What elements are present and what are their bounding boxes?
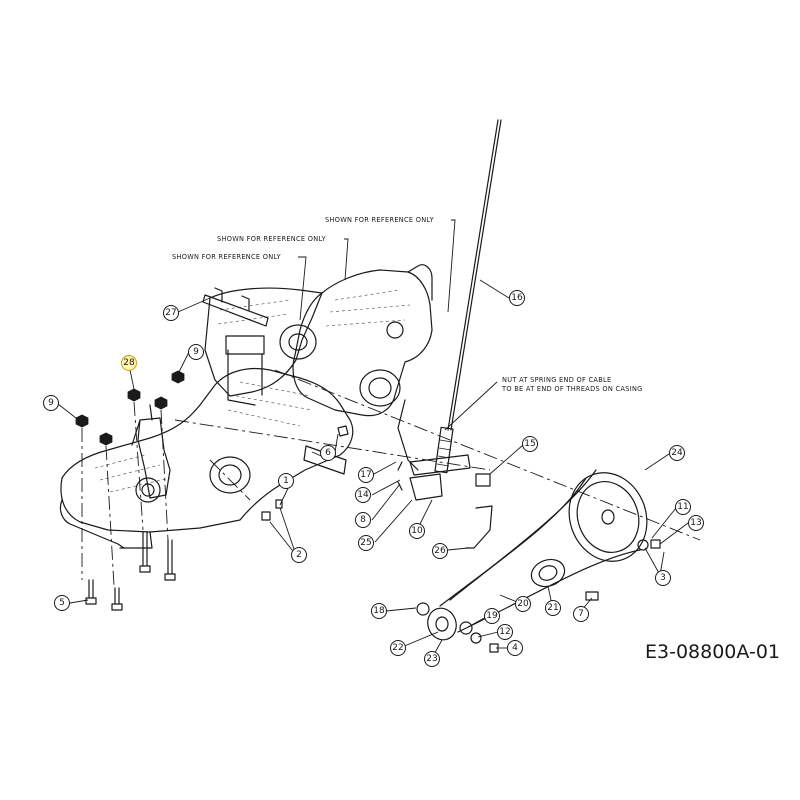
- transmission-housing: [59, 264, 433, 549]
- callout-21[interactable]: 21: [545, 600, 561, 616]
- callout-4[interactable]: 4: [507, 640, 523, 656]
- fasteners: [75, 370, 661, 653]
- callout-28[interactable]: 28: [121, 355, 137, 371]
- svg-text:7: 7: [578, 609, 584, 619]
- svg-text:27: 27: [165, 308, 176, 318]
- callout-12[interactable]: 12: [497, 624, 513, 640]
- svg-text:13: 13: [690, 518, 701, 528]
- svg-text:5: 5: [59, 598, 65, 608]
- svg-text:9: 9: [193, 347, 199, 357]
- svg-text:21: 21: [547, 603, 558, 613]
- leader-lines: [57, 219, 689, 659]
- callout-15[interactable]: 15: [522, 436, 538, 452]
- callout-23[interactable]: 23: [424, 651, 440, 667]
- callout-26[interactable]: 26: [432, 543, 448, 559]
- svg-text:12: 12: [499, 627, 510, 637]
- callout-13[interactable]: 13: [688, 515, 704, 531]
- belt-and-pulleys: [416, 469, 649, 644]
- svg-text:17: 17: [360, 470, 371, 480]
- callout-9-left[interactable]: 9: [43, 395, 59, 411]
- control-cable-16: [434, 119, 502, 474]
- note-reference-top: SHOWN FOR REFERENCE ONLY: [325, 216, 435, 224]
- svg-text:24: 24: [671, 448, 683, 458]
- callout-24[interactable]: 24: [669, 445, 685, 461]
- svg-text:18: 18: [373, 606, 385, 616]
- svg-text:28: 28: [123, 358, 135, 368]
- svg-text:20: 20: [517, 599, 529, 609]
- note-cable-line-2: TO BE AT END OF THREADS ON CASING: [501, 385, 643, 393]
- callout-6[interactable]: 6: [320, 445, 336, 461]
- callout-10[interactable]: 10: [409, 523, 425, 539]
- callout-18[interactable]: 18: [371, 603, 387, 619]
- callout-11[interactable]: 11: [675, 499, 691, 515]
- svg-text:16: 16: [511, 293, 523, 303]
- callout-17[interactable]: 17: [358, 467, 374, 483]
- callout-9-upper[interactable]: 9: [188, 344, 204, 360]
- callout-22[interactable]: 22: [390, 640, 406, 656]
- centerlines: [81, 369, 701, 587]
- svg-text:11: 11: [677, 502, 688, 512]
- svg-text:2: 2: [296, 550, 302, 560]
- note-reference-middle: SHOWN FOR REFERENCE ONLY: [217, 235, 327, 243]
- callout-5[interactable]: 5: [54, 595, 70, 611]
- svg-text:1: 1: [283, 476, 289, 486]
- callout-16[interactable]: 16: [509, 290, 525, 306]
- svg-text:6: 6: [325, 448, 331, 458]
- svg-text:14: 14: [357, 490, 369, 500]
- callout-14[interactable]: 14: [355, 487, 371, 503]
- svg-text:15: 15: [524, 439, 535, 449]
- svg-text:26: 26: [434, 546, 446, 556]
- callout-1[interactable]: 1: [278, 473, 294, 489]
- svg-text:23: 23: [426, 654, 437, 664]
- callout-19[interactable]: 19: [484, 608, 500, 624]
- svg-text:8: 8: [360, 515, 366, 525]
- callout-25[interactable]: 25: [358, 535, 374, 551]
- callout-2[interactable]: 2: [291, 547, 307, 563]
- bracket-27: [202, 287, 269, 327]
- svg-text:19: 19: [486, 611, 498, 621]
- svg-text:25: 25: [360, 538, 371, 548]
- linkage-parts: [303, 399, 493, 549]
- callout-27[interactable]: 27: [163, 305, 179, 321]
- drawing-code: E3-08800A-01: [645, 641, 780, 663]
- svg-text:10: 10: [411, 526, 423, 536]
- callout-20[interactable]: 20: [515, 596, 531, 612]
- svg-text:3: 3: [660, 573, 666, 583]
- bracket-28: [131, 335, 265, 499]
- svg-text:9: 9: [48, 398, 54, 408]
- callout-7[interactable]: 7: [573, 606, 589, 622]
- note-reference-left: SHOWN FOR REFERENCE ONLY: [172, 253, 282, 261]
- callout-8[interactable]: 8: [355, 512, 371, 528]
- callout-3[interactable]: 3: [655, 570, 671, 586]
- svg-text:4: 4: [512, 643, 518, 653]
- svg-text:22: 22: [392, 643, 403, 653]
- note-cable-line-1: NUT AT SPRING END OF CABLE: [502, 376, 611, 384]
